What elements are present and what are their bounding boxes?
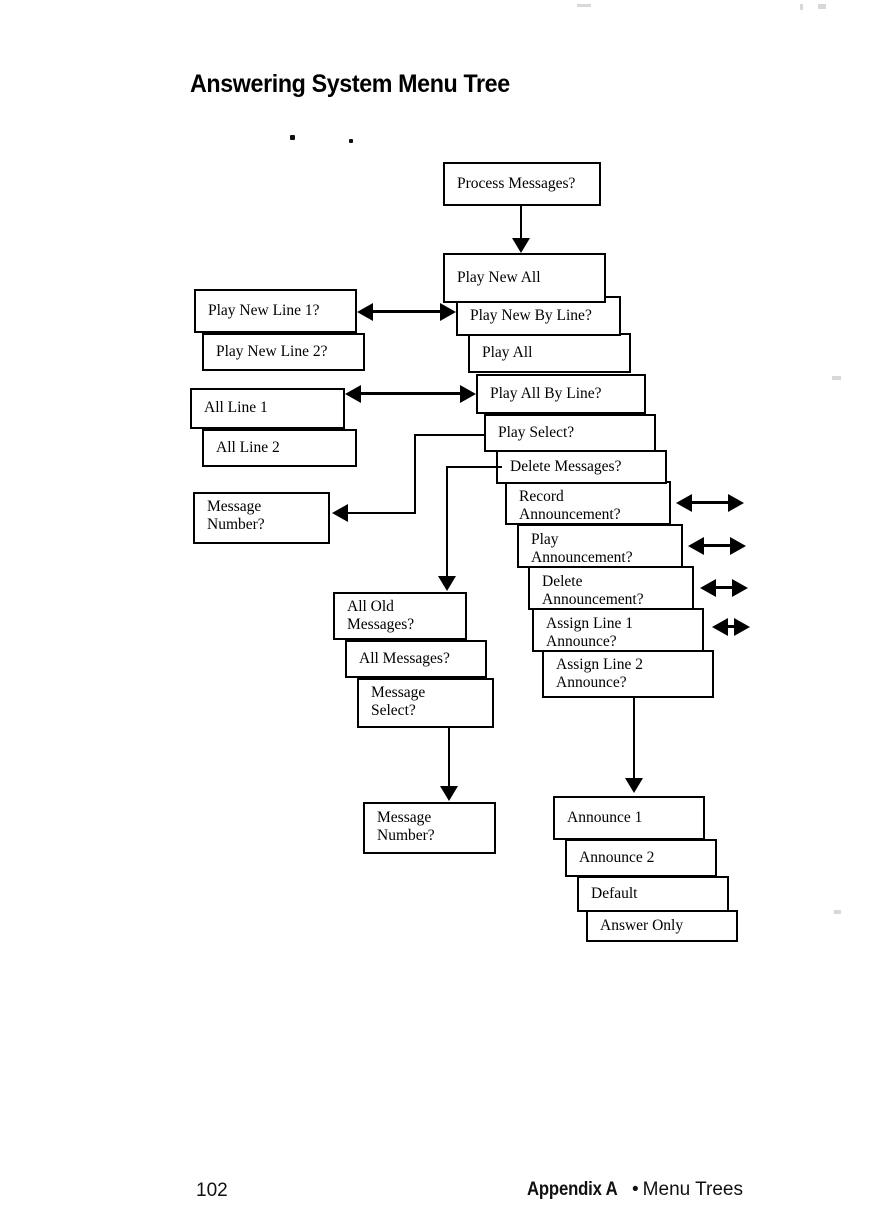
footer-menu-trees-label: Menu Trees xyxy=(642,1179,743,1200)
node-play-new-line-1[interactable]: Play New Line 1? xyxy=(194,289,357,333)
scan-mark xyxy=(834,910,841,914)
arrowhead-left-message-number xyxy=(332,504,348,522)
node-play-new-all[interactable]: Play New All xyxy=(443,253,606,303)
scan-speck xyxy=(290,135,295,140)
node-delete-messages[interactable]: Delete Messages? xyxy=(496,450,667,484)
arrowhead-down xyxy=(512,238,530,253)
node-message-number-left[interactable]: Message Number? xyxy=(193,492,330,544)
scan-mark xyxy=(800,4,803,10)
node-assign-line-2-announce[interactable]: Assign Line 2 Announce? xyxy=(542,650,714,698)
node-play-all[interactable]: Play All xyxy=(468,333,631,373)
arrowhead-down-all-old-messages xyxy=(438,576,456,591)
double-arrow-all-line xyxy=(345,385,476,403)
node-all-old-messages[interactable]: All Old Messages? xyxy=(333,592,467,640)
node-process-messages[interactable]: Process Messages? xyxy=(443,162,601,206)
connector-to-message-number-left xyxy=(348,512,416,514)
double-arrow-assign-line-1-announce xyxy=(712,618,750,636)
node-play-all-by-line[interactable]: Play All By Line? xyxy=(476,374,646,414)
node-message-number-bottom[interactable]: Message Number? xyxy=(363,802,496,854)
node-record-announcement[interactable]: Record Announcement? xyxy=(505,481,671,525)
node-play-select[interactable]: Play Select? xyxy=(484,414,656,452)
footer-bullet: • xyxy=(632,1179,639,1200)
double-arrow-record-announcement xyxy=(676,494,744,512)
scan-speck xyxy=(349,139,353,143)
page-title: Answering System Menu Tree xyxy=(190,70,510,98)
scan-mark xyxy=(818,4,826,9)
node-delete-announcement[interactable]: Delete Announcement? xyxy=(528,566,694,610)
node-default[interactable]: Default xyxy=(577,876,729,912)
node-message-select[interactable]: Message Select? xyxy=(357,678,494,728)
arrowhead-down-announce-1 xyxy=(625,778,643,793)
scan-mark xyxy=(832,376,841,380)
connector-delete-messages-h xyxy=(446,466,502,468)
node-all-line-1[interactable]: All Line 1 xyxy=(190,388,345,429)
connector-delete-messages-v xyxy=(446,466,448,578)
footer-appendix-label: Appendix A xyxy=(527,1179,618,1200)
footer-page-number: 102 xyxy=(196,1180,228,1201)
node-announce-2[interactable]: Announce 2 xyxy=(565,839,717,877)
connector-assign-line-2-v xyxy=(633,698,635,780)
node-play-new-line-2[interactable]: Play New Line 2? xyxy=(202,333,365,371)
double-arrow-delete-announcement xyxy=(700,579,748,597)
footer-section-label: Appendix A •Menu Trees xyxy=(527,1179,743,1201)
double-arrow-play-new-line xyxy=(357,303,456,321)
scan-mark xyxy=(577,4,591,7)
connector-play-select-v xyxy=(414,434,416,514)
node-announce-1[interactable]: Announce 1 xyxy=(553,796,705,840)
node-assign-line-1-announce[interactable]: Assign Line 1 Announce? xyxy=(532,608,704,652)
node-play-announcement[interactable]: Play Announcement? xyxy=(517,524,683,568)
node-all-line-2[interactable]: All Line 2 xyxy=(202,429,357,467)
connector-root-to-play-new-all xyxy=(520,206,522,248)
double-arrow-play-announcement xyxy=(688,537,746,555)
connector-play-select-h xyxy=(414,434,486,436)
node-all-messages[interactable]: All Messages? xyxy=(345,640,487,678)
connector-message-select-v xyxy=(448,728,450,788)
node-answer-only[interactable]: Answer Only xyxy=(586,910,738,942)
arrowhead-down-message-number-bottom xyxy=(440,786,458,801)
